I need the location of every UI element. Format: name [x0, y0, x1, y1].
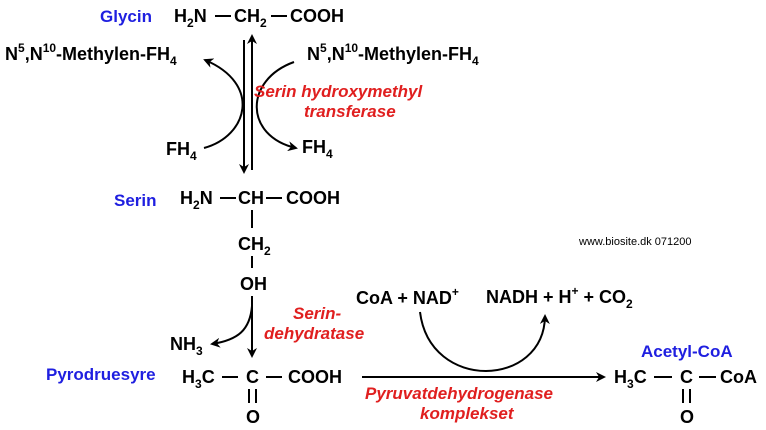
source-credit: www.biosite.dk 071200 — [578, 236, 692, 248]
acetyl-coa-structure: H3C C CoA O — [614, 367, 757, 427]
enzyme-serin-dehydratase-line2: dehydratase — [264, 324, 364, 343]
glycin-serin-equilibrium-arrow — [239, 34, 257, 174]
enzyme-serin-dehydratase-line1: Serin- — [293, 304, 342, 323]
svg-text:C: C — [246, 367, 259, 387]
curved-arrow-fh4-to-methylen — [203, 58, 244, 149]
glycin-structure: H2N CH2 COOH — [174, 6, 344, 30]
nh3-label: NH3 — [170, 334, 203, 358]
svg-text:COOH: COOH — [290, 6, 344, 26]
glycin-label: Glycin — [100, 7, 152, 26]
enzyme-pdh-line2: komplekset — [420, 404, 515, 423]
coa-nad-label: CoA + NAD+ — [356, 285, 459, 308]
nadh-h-co2-label: NADH + H+ + CO2 — [486, 284, 633, 311]
svg-text:H3C: H3C — [182, 367, 215, 391]
svg-text:COOH: COOH — [288, 367, 342, 387]
svg-text:CoA: CoA — [720, 367, 757, 387]
pyrodruesyre-label: Pyrodruesyre — [46, 365, 156, 384]
svg-text:OH: OH — [240, 274, 267, 294]
pyruvate-structure: H3C C COOH O — [182, 367, 342, 427]
svg-text:COOH: COOH — [286, 188, 340, 208]
svg-text:H2N: H2N — [174, 6, 207, 30]
methylen-fh4-right: N5,N10-Methylen-FH4 — [307, 41, 479, 68]
svg-text:O: O — [246, 407, 260, 427]
serin-structure: H2N CH COOH CH2 OH — [180, 188, 340, 294]
svg-text:CH2: CH2 — [238, 234, 271, 258]
acetyl-coa-label: Acetyl-CoA — [641, 342, 733, 361]
svg-text:CH2: CH2 — [234, 6, 267, 30]
svg-text:H2N: H2N — [180, 188, 213, 212]
methylen-fh4-left: NHN5,N10-Methylen-FH4 — [5, 41, 177, 68]
svg-text:O: O — [680, 407, 694, 427]
fh4-left: FH4 — [166, 139, 197, 163]
curved-arrow-nh3-release — [210, 305, 253, 348]
svg-text:C: C — [680, 367, 693, 387]
svg-text:H3C: H3C — [614, 367, 647, 391]
curved-arrow-coa-nad-to-nadh — [419, 311, 550, 372]
fh4-right: FH4 — [302, 137, 333, 161]
enzyme-pdh-line1: Pyruvatdehydrogenase — [365, 384, 553, 403]
svg-text:CH: CH — [238, 188, 264, 208]
enzyme-shmt-line2: transferase — [304, 102, 396, 121]
curved-arrow-methylen-to-fh4 — [255, 61, 298, 152]
enzyme-shmt-line1: Serin hydroxymethyl — [254, 82, 423, 101]
serin-label: Serin — [114, 191, 157, 210]
